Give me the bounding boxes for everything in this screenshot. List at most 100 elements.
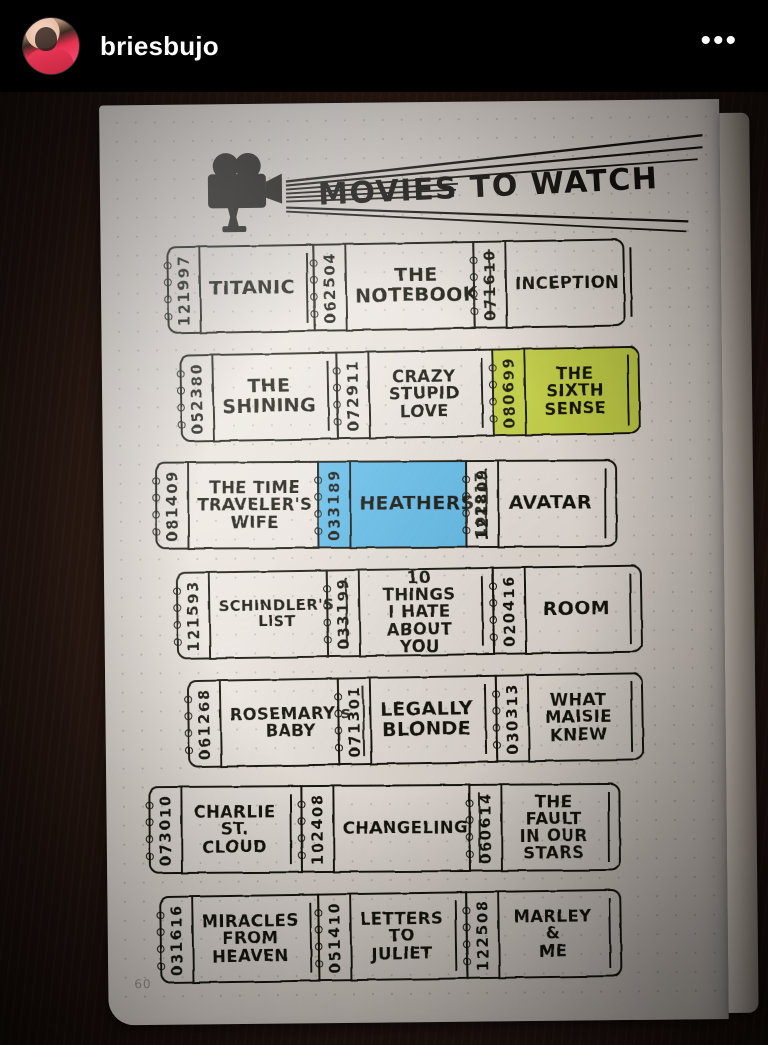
ticket-date-code: 121809 [473, 467, 492, 541]
perforation-dots-icon [465, 794, 474, 862]
ticket-stub: 080699 [488, 350, 527, 435]
movie-title: AVATAR [508, 491, 592, 515]
ticket-stub: 061268 [184, 681, 223, 767]
username-label[interactable]: briesbujo [100, 31, 219, 61]
ticket-date-code: 060614 [476, 791, 495, 865]
ticket-date-code: 073010 [156, 793, 175, 867]
instagram-header-bar: briesbujo ••• [0, 0, 768, 92]
ticket-date-code: 071301 [344, 685, 365, 758]
movie-ticket[interactable]: 071610 INCEPTION [469, 238, 626, 330]
ticket-date-code: 020416 [499, 574, 519, 647]
perforation-dots-icon [334, 687, 344, 755]
perforation-dots-icon [297, 795, 306, 863]
perforation-dots-icon [152, 472, 161, 540]
perforation-dots-icon [176, 365, 186, 433]
perforation-dots-icon [156, 906, 166, 974]
movie-title: INCEPTION [514, 272, 620, 294]
ticket-stub: 033199 [322, 571, 362, 656]
perforation-dots-icon [309, 254, 319, 322]
ticket-body: TITANIC [200, 246, 317, 332]
ticket-stub: 052380 [176, 356, 215, 441]
ticket-body: AVATAR [499, 461, 615, 546]
perforation-dots-icon [488, 359, 498, 427]
ticket-stub: 071610 [469, 242, 508, 328]
ticket-date-code: 051410 [325, 901, 345, 974]
ticket-stub: 072911 [332, 353, 371, 438]
perforation-dots-icon [492, 685, 502, 753]
ticket-stub: 121997 [163, 247, 202, 333]
movie-ticket[interactable]: 121809 AVATAR [462, 459, 618, 549]
perforation-dots-icon [184, 690, 194, 758]
ticket-stub: 121809 [462, 461, 500, 547]
perforation-dots-icon [462, 470, 471, 538]
ticket-date-code: 102408 [308, 792, 327, 866]
perforation-dots-icon [462, 901, 472, 969]
movie-ticket[interactable]: 020416 ROOM [488, 564, 644, 655]
perforation-dots-icon [469, 251, 479, 319]
movie-title: TITANIC [208, 276, 296, 300]
ticket-stub: 030313 [492, 676, 531, 761]
ticket-stub: 031616 [156, 897, 195, 983]
ticket-date-code: 062504 [320, 251, 340, 324]
ticket-stub: 102408 [297, 786, 335, 872]
more-options-icon[interactable]: ••• [700, 24, 738, 57]
ticket-date-code: 052380 [187, 362, 207, 435]
ticket-stub: 020416 [488, 568, 528, 653]
ticket-date-code: 121593 [183, 579, 203, 652]
movie-ticket[interactable]: 121997 TITANIC [163, 243, 317, 335]
ticket-stub: 121593 [172, 573, 212, 658]
ticket-date-code: 121997 [174, 253, 194, 327]
ticket-body: ROOM [526, 567, 641, 653]
ticket-date-code: 031616 [167, 903, 187, 977]
ticket-stub: 122508 [462, 892, 501, 978]
perforation-dots-icon [314, 471, 323, 539]
ticket-date-code: 072911 [343, 359, 363, 432]
ticket-date-code: 033199 [333, 577, 353, 650]
perforation-dots-icon [488, 577, 498, 645]
avatar[interactable] [22, 17, 80, 75]
perforation-dots-icon [322, 580, 332, 648]
ticket-date-code: 033189 [325, 468, 344, 541]
